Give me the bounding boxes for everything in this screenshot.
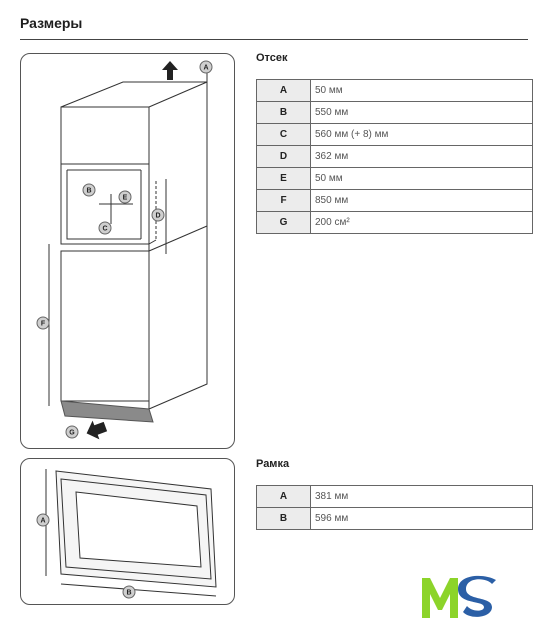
frame-label-b: B [126,590,131,597]
dimension-value: 50 мм [310,79,533,102]
table-row: A 50 мм [256,79,533,102]
dimension-value: 596 мм [310,507,533,530]
table-row: F 850 мм [256,189,533,212]
table-row: E 50 мм [256,167,533,190]
cabinet-diagram-panel: A B E C D F G [20,53,235,449]
cabinet-diagram: A B E C D F G [36,60,213,440]
dimension-key: F [256,189,311,212]
table-row: B 596 мм [256,507,533,530]
frame-label-a: A [40,518,45,525]
dimension-key: B [256,507,311,530]
table-row: D 362 мм [256,145,533,168]
dimension-value: 560 мм (+ 8) мм [310,123,533,146]
dimension-key: D [256,145,311,168]
diagram-label-d: D [155,213,160,220]
compartment-heading: Отсек [256,52,288,64]
diagram-label-f: F [41,321,46,328]
dimension-value: 381 мм [310,485,533,508]
dimension-key: A [256,79,311,102]
dimension-value: 50 мм [310,167,533,190]
frame-dimensions-table: A 381 мм B 596 мм [256,485,533,530]
page-title: Размеры [20,15,83,31]
diagram-label-a: A [203,65,208,72]
table-row: C 560 мм (+ 8) мм [256,123,533,146]
diagram-label-b: B [86,188,91,195]
table-row: B 550 мм [256,101,533,124]
dimension-value: 362 мм [310,145,533,168]
frame-heading: Рамка [256,458,290,470]
frame-diagram: A B [36,469,217,599]
table-row: G 200 см² [256,211,533,234]
dimension-key: B [256,101,311,124]
diagram-label-e: E [123,195,128,202]
dimension-key: A [256,485,311,508]
dimension-key: E [256,167,311,190]
dimension-key: G [256,211,311,234]
title-divider [20,39,528,40]
dimension-key: C [256,123,311,146]
dimension-value: 550 мм [310,101,533,124]
ms-logo [422,575,496,618]
dimension-value: 200 см² [310,211,533,234]
frame-diagram-panel: A B [20,458,235,605]
compartment-dimensions-table: A 50 мм B 550 мм C 560 мм (+ 8) мм D 362… [256,79,533,234]
table-row: A 381 мм [256,485,533,508]
diagram-label-c: C [102,226,107,233]
dimension-value: 850 мм [310,189,533,212]
diagram-label-g: G [69,430,75,437]
